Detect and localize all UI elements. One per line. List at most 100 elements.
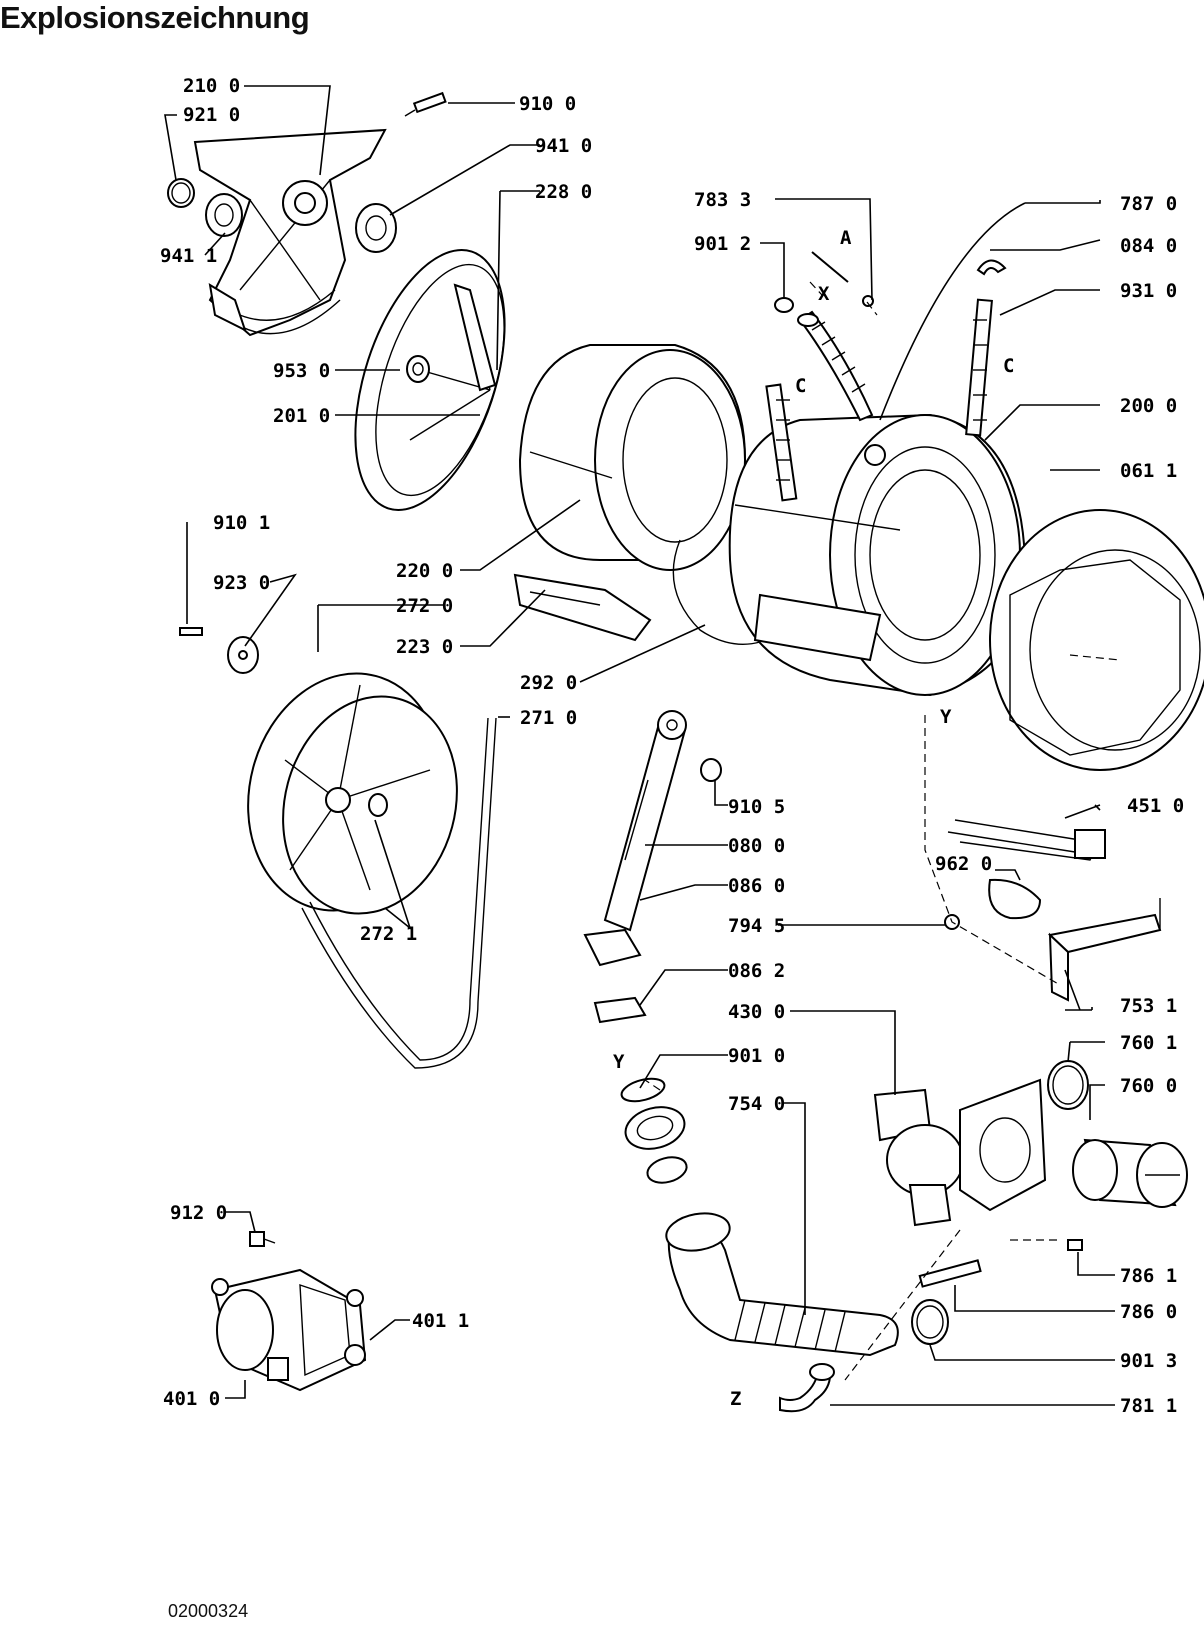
label-086-2: 086 2 (728, 960, 785, 982)
tub-seal-ring-part (624, 1106, 686, 1150)
washer-part (227, 636, 259, 674)
tub-ring-part (672, 539, 761, 645)
label-910-1: 910 1 (213, 512, 270, 534)
letter-x: X (818, 283, 830, 305)
bearing-right-part (355, 203, 397, 253)
inner-drum-part (518, 344, 747, 571)
label-931-0: 931 0 (1120, 280, 1177, 302)
pump-filter-part (1072, 1138, 1188, 1208)
shock-absorber-foot-part (583, 928, 642, 967)
hose-clamp-small-part (774, 297, 794, 313)
label-783-3: 783 3 (694, 189, 751, 211)
screw-912-part (249, 1231, 276, 1247)
letter-c-left: C (795, 375, 806, 397)
callout-labels: 210 0 921 0 910 0 941 0 941 1 228 0 953 … (160, 75, 1184, 1417)
label-272-1: 272 1 (360, 923, 417, 945)
bracket-086-2-part (593, 996, 647, 1024)
label-781-1: 781 1 (1120, 1395, 1177, 1417)
label-061-1: 061 1 (1120, 460, 1177, 482)
gasket-962-part (988, 878, 1042, 920)
heater-element-part (947, 819, 1106, 861)
label-430-0: 430 0 (728, 1001, 785, 1023)
label-912-0: 912 0 (170, 1202, 227, 1224)
pin-786-0-part (918, 1259, 982, 1288)
label-401-1: 401 1 (412, 1310, 469, 1332)
motor-part (211, 1268, 367, 1392)
label-962-0: 962 0 (935, 853, 992, 875)
label-901-2: 901 2 (694, 233, 751, 255)
drive-belt-part (301, 717, 497, 1069)
label-201-0: 201 0 (273, 405, 330, 427)
page-title: Explosionszeichnung (0, 0, 310, 35)
pin-a-part (811, 251, 874, 307)
label-220-0: 220 0 (396, 560, 453, 582)
label-223-0: 223 0 (396, 636, 453, 658)
drain-hose-part (665, 1212, 899, 1357)
label-401-0: 401 0 (163, 1388, 220, 1410)
reference-letters: A X C C Y Y Z (613, 227, 1014, 1410)
label-901-3: 901 3 (1120, 1350, 1177, 1372)
label-910-5: 910 5 (728, 796, 785, 818)
label-754-0: 754 0 (728, 1093, 785, 1115)
bearing-left-part (205, 193, 243, 237)
label-787-0: 787 0 (1120, 193, 1177, 215)
label-753-1: 753 1 (1120, 995, 1177, 1017)
bolt-part (404, 91, 447, 117)
drum-spider-part (193, 128, 387, 337)
label-910-0: 910 0 (519, 93, 576, 115)
letter-y-tub: Y (940, 706, 952, 728)
document-number: 02000324 (168, 1601, 249, 1621)
label-941-1: 941 1 (160, 245, 217, 267)
label-086-0: 086 0 (728, 875, 785, 897)
label-272-0: 272 0 (396, 595, 453, 617)
elbow-hose-part (779, 1363, 835, 1413)
shock-absorber-part (603, 710, 687, 932)
hose-connector-part (646, 1156, 688, 1184)
label-786-0: 786 0 (1120, 1301, 1177, 1323)
ring-910-5-part (700, 758, 722, 782)
label-200-0: 200 0 (1120, 395, 1177, 417)
label-786-1: 786 1 (1120, 1265, 1177, 1287)
label-228-0: 228 0 (535, 181, 592, 203)
label-923-0: 923 0 (213, 572, 270, 594)
pulley-bolt-part (368, 793, 388, 817)
letter-a: A (840, 227, 852, 249)
label-451-0: 451 0 (1127, 795, 1184, 817)
retaining-ring-part (167, 178, 195, 208)
label-210-0: 210 0 (183, 75, 240, 97)
label-941-0: 941 0 (535, 135, 592, 157)
letter-c-right: C (1003, 355, 1014, 377)
bellows-hose-part (797, 310, 874, 422)
label-084-0: 084 0 (1120, 235, 1177, 257)
hose-clamp-901-0-part (620, 1077, 666, 1103)
label-080-0: 080 0 (728, 835, 785, 857)
filter-seal-ring-part (1047, 1060, 1089, 1110)
drum-lifter-part (513, 573, 652, 642)
front-ring-part (989, 509, 1204, 771)
letter-y-hose: Y (613, 1051, 625, 1073)
tub-part (728, 413, 1027, 697)
label-953-0: 953 0 (273, 360, 330, 382)
suspension-spring-left-part (765, 383, 798, 502)
label-760-0: 760 0 (1120, 1075, 1177, 1097)
leader-lines (164, 85, 1115, 1406)
screw-786-1-part (1067, 1239, 1083, 1251)
label-760-1: 760 1 (1120, 1032, 1177, 1054)
assembly-lines (644, 281, 1121, 1381)
drain-pump-part (873, 1078, 1047, 1227)
seal-part (406, 355, 430, 383)
label-794-5: 794 5 (728, 915, 785, 937)
clip-084-part (976, 259, 1007, 276)
suspension-spring-right-part (965, 298, 993, 437)
label-901-0: 901 0 (728, 1045, 785, 1067)
drum-pulley-part (247, 672, 458, 915)
letter-z: Z (730, 1388, 741, 1410)
drum-back-part (354, 249, 506, 511)
bracket-753-part (1047, 898, 1162, 1002)
label-921-0: 921 0 (183, 104, 240, 126)
label-292-0: 292 0 (520, 672, 577, 694)
label-271-0: 271 0 (520, 707, 577, 729)
screw-part (179, 627, 203, 636)
hose-clamp-901-3-part (911, 1299, 949, 1345)
